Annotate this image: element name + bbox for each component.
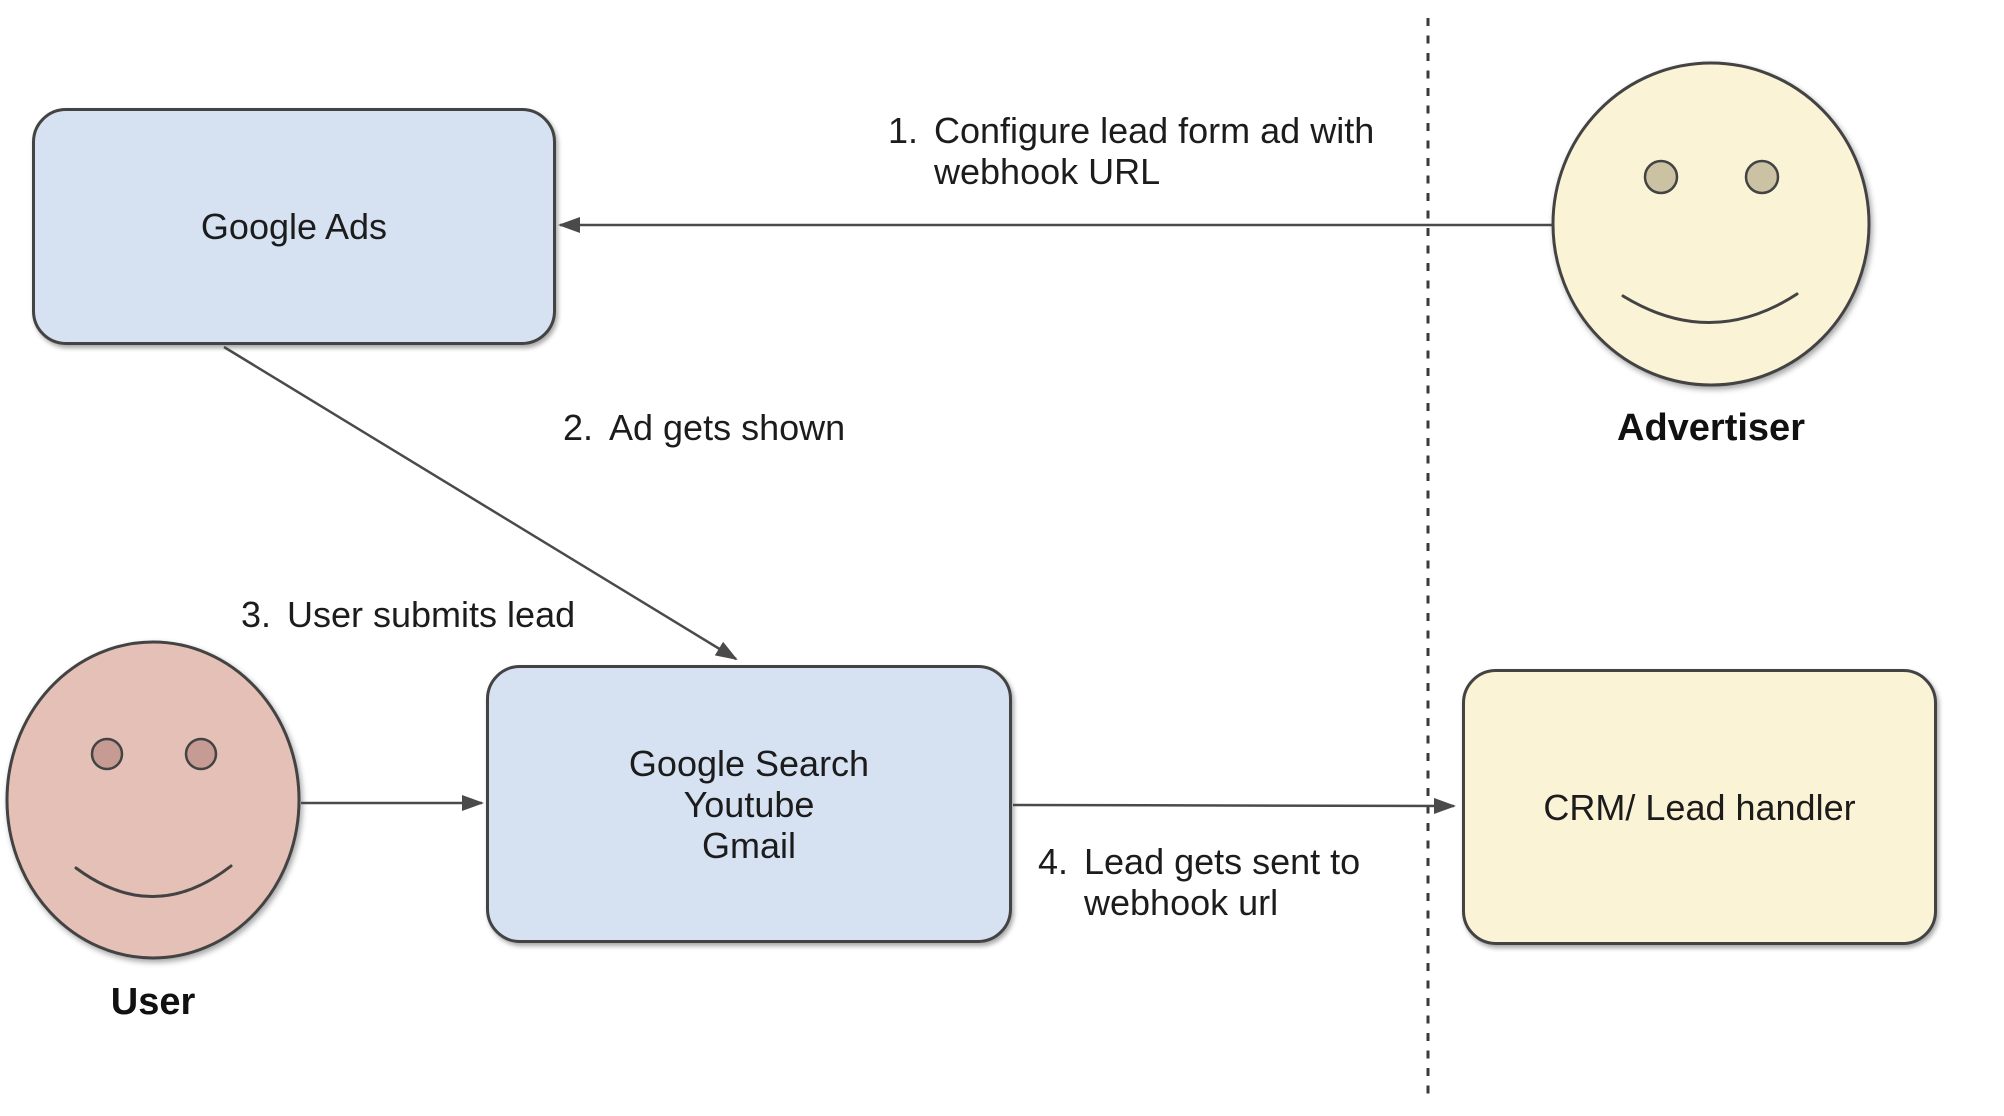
advertiser-right-eye — [1744, 159, 1780, 195]
surface-line-youtube: Youtube — [683, 783, 815, 825]
step-3-line-1: User submits lead — [287, 594, 576, 635]
user-left-eye — [90, 737, 124, 771]
user-smile — [74, 864, 233, 898]
step-2-line-1: Ad gets shown — [609, 407, 846, 448]
advertiser-label: Advertiser — [1617, 407, 1805, 449]
step-4-number: 4. — [1038, 841, 1069, 882]
node-crm-lead-handler: CRM/ Lead handler — [1462, 669, 1937, 945]
advertiser-smile — [1621, 292, 1799, 324]
node-google-ads: Google Ads — [32, 108, 556, 345]
step-2-number: 2. — [563, 407, 594, 448]
user-face-icon — [5, 640, 301, 960]
surface-line-gmail: Gmail — [701, 824, 796, 866]
node-crm-label: CRM/ Lead handler — [1543, 786, 1856, 828]
arrow-surfaces-to-crm — [1012, 797, 1456, 814]
step-1-line-1: Configure lead form ad with — [934, 110, 1375, 151]
step-label-4: 4. Lead gets sent to webhook url — [1038, 841, 1360, 923]
advertiser-left-eye — [1643, 159, 1679, 195]
user-right-eye — [184, 737, 218, 771]
node-google-surfaces-label: Google Search Youtube Gmail — [629, 743, 869, 866]
step-2-text: Ad gets shown — [609, 407, 845, 448]
step-label-2: 2. Ad gets shown — [563, 407, 845, 448]
step-4-line-1: Lead gets sent to — [1084, 841, 1361, 882]
node-google-ads-label: Google Ads — [200, 206, 388, 247]
step-4-line-2: webhook url — [1084, 882, 1279, 923]
advertiser-head — [1551, 61, 1871, 387]
step-label-1: 1. Configure lead form ad with webhook U… — [888, 110, 1374, 192]
step-3-text: User submits lead — [287, 594, 575, 635]
step-1-text: Configure lead form ad with webhook URL — [934, 110, 1374, 192]
surface-line-google-search: Google Search — [628, 742, 870, 784]
step-1-number: 1. — [888, 110, 919, 151]
node-google-surfaces: Google Search Youtube Gmail — [486, 665, 1012, 943]
step-3-number: 3. — [241, 594, 272, 635]
user-label: User — [110, 981, 196, 1023]
advertiser-face-icon — [1551, 61, 1871, 387]
step-4-text: Lead gets sent to webhook url — [1084, 841, 1360, 923]
user-head — [5, 640, 301, 960]
step-label-3: 3. User submits lead — [241, 594, 575, 635]
step-1-line-2: webhook URL — [934, 151, 1161, 192]
